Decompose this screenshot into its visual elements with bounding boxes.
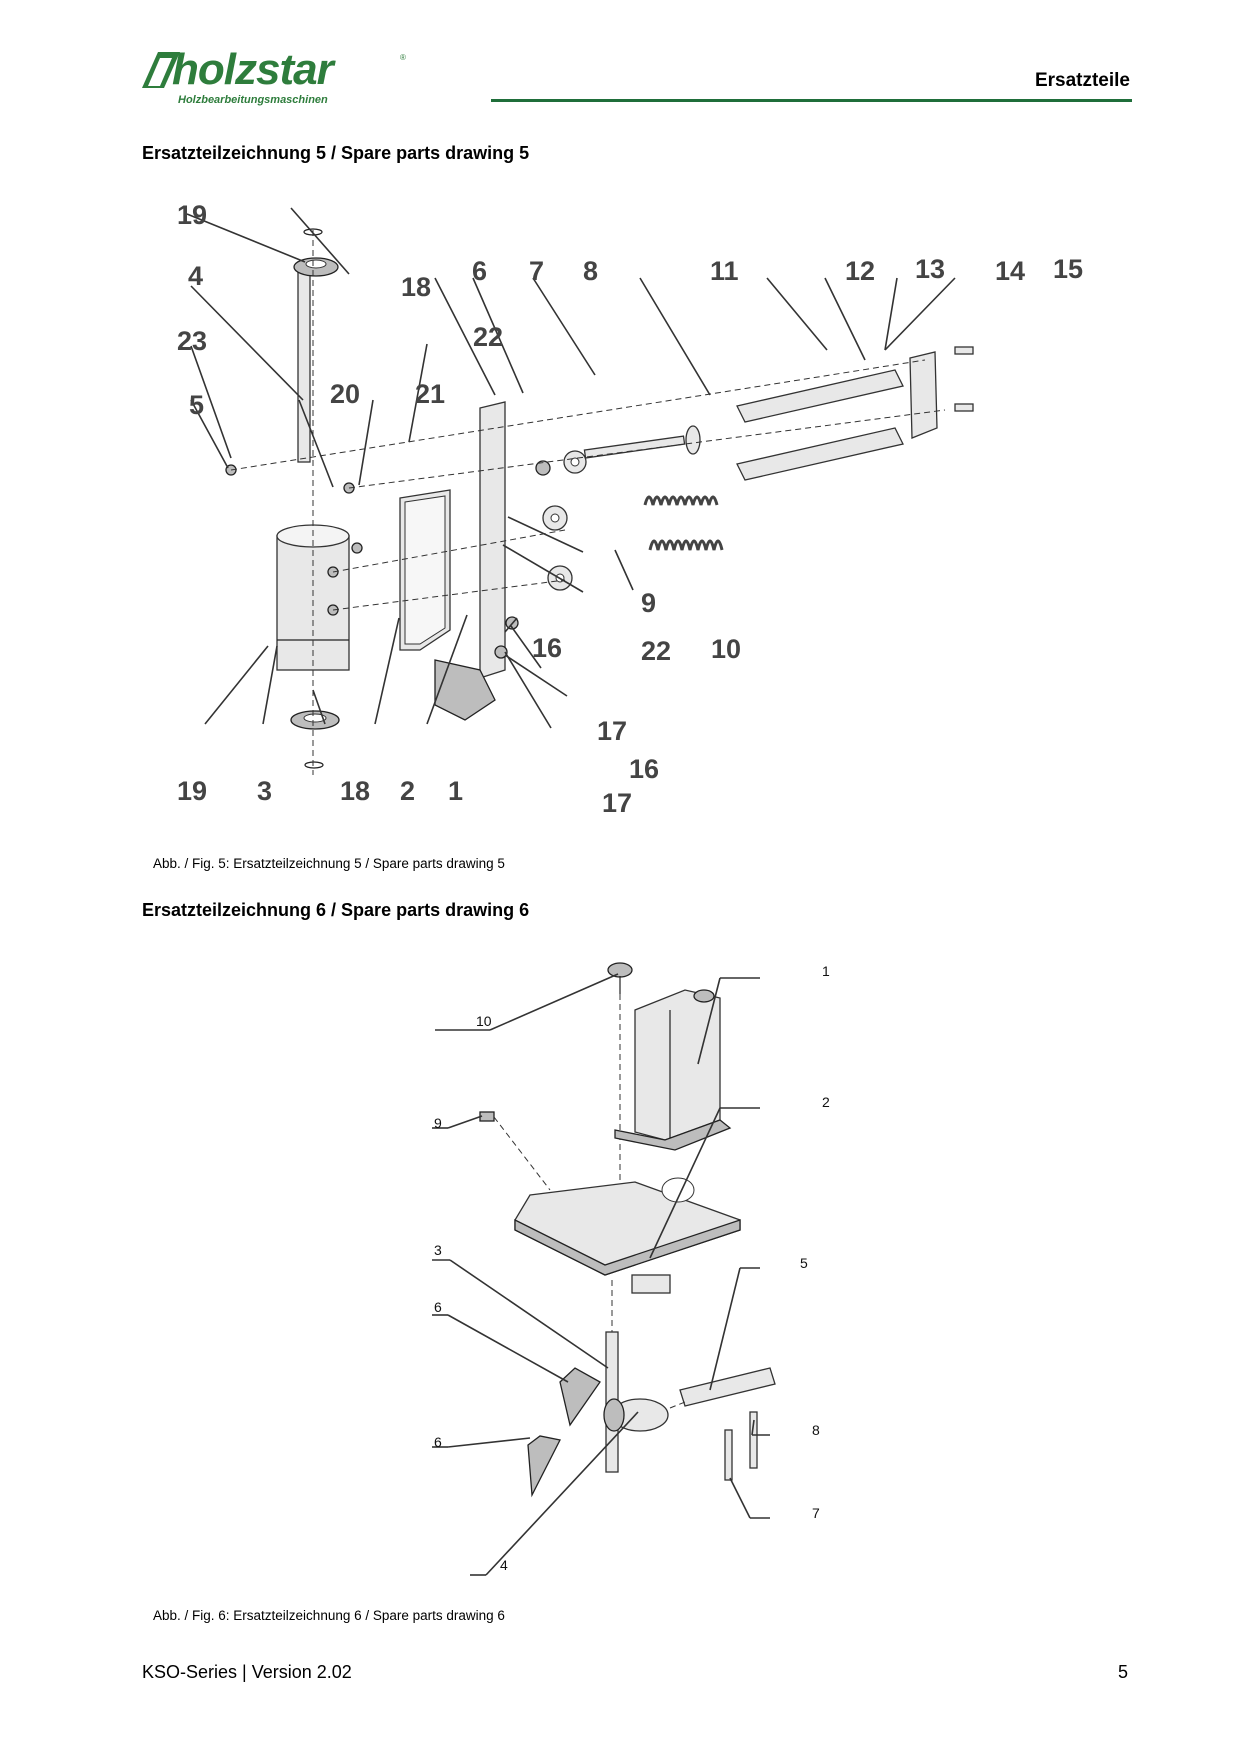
- caption-5: Abb. / Fig. 5: Ersatzteilzeichnung 5 / S…: [153, 856, 505, 871]
- svg-text:4: 4: [188, 261, 203, 291]
- svg-text:®: ®: [400, 53, 406, 62]
- svg-text:14: 14: [995, 256, 1025, 286]
- svg-text:16: 16: [629, 754, 659, 784]
- section-title-5: Ersatzteilzeichnung 5 / Spare parts draw…: [142, 143, 530, 163]
- svg-text:Holzbearbeitungsmaschinen: Holzbearbeitungsmaschinen: [178, 94, 328, 106]
- svg-text:1: 1: [448, 776, 463, 806]
- svg-text:8: 8: [583, 256, 598, 286]
- svg-text:17: 17: [597, 716, 627, 746]
- spare-parts-drawing-6: 10 1 2 9 3 5 6 8 6 7 4: [420, 950, 880, 1590]
- svg-text:7: 7: [812, 1505, 820, 1521]
- footer-series: KSO-Series | Version 2.02: [142, 1662, 352, 1682]
- svg-text:23: 23: [177, 326, 207, 356]
- svg-text:18: 18: [340, 776, 370, 806]
- svg-text:3: 3: [434, 1242, 442, 1258]
- svg-text:20: 20: [330, 379, 360, 409]
- svg-text:22: 22: [641, 636, 671, 666]
- svg-text:3: 3: [257, 776, 272, 806]
- tube-part: [679, 1367, 776, 1407]
- svg-text:19: 19: [177, 200, 207, 230]
- svg-text:18: 18: [401, 272, 431, 302]
- svg-text:2: 2: [400, 776, 415, 806]
- shaft-part: [297, 261, 311, 463]
- svg-text:8: 8: [812, 1422, 820, 1438]
- svg-text:1: 1: [822, 963, 830, 979]
- svg-text:5: 5: [189, 390, 204, 420]
- svg-text:5: 5: [800, 1255, 808, 1271]
- svg-text:6: 6: [472, 256, 487, 286]
- svg-text:9: 9: [434, 1115, 442, 1131]
- holder-part: [634, 989, 721, 1141]
- caption-6: Abb. / Fig. 6: Ersatzteilzeichnung 6 / S…: [153, 1608, 505, 1623]
- svg-text:10: 10: [711, 634, 741, 664]
- svg-text:19: 19: [177, 776, 207, 806]
- svg-text:6: 6: [434, 1434, 442, 1450]
- svg-text:13: 13: [915, 254, 945, 284]
- section-title-6: Ersatzteilzeichnung 6 / Spare parts draw…: [142, 900, 530, 920]
- svg-text:10: 10: [476, 1013, 492, 1029]
- spare-parts-drawing-5: 19 18 4 23 5 20 21 22 6 7 8 11 12 13 14 …: [165, 200, 1115, 830]
- svg-text:22: 22: [473, 322, 503, 352]
- svg-text:12: 12: [845, 256, 875, 286]
- svg-text:21: 21: [415, 379, 445, 409]
- svg-text:holzstar: holzstar: [172, 45, 337, 94]
- svg-text:16: 16: [532, 633, 562, 663]
- header-rule: [491, 99, 1132, 102]
- svg-text:6: 6: [434, 1299, 442, 1315]
- svg-text:7: 7: [529, 256, 544, 286]
- footer-page-number: 5: [1117, 1662, 1128, 1682]
- svg-text:4: 4: [500, 1557, 508, 1573]
- svg-text:15: 15: [1053, 254, 1083, 284]
- svg-text:11: 11: [710, 256, 739, 286]
- holzstar-logo: holzstar Holzbearbeitungsmaschinen ®: [138, 42, 408, 108]
- svg-text:17: 17: [602, 788, 632, 818]
- plate-part: [479, 401, 506, 679]
- header-title: Ersatzteile: [1034, 70, 1130, 91]
- svg-text:9: 9: [641, 588, 656, 618]
- svg-text:2: 2: [822, 1094, 830, 1110]
